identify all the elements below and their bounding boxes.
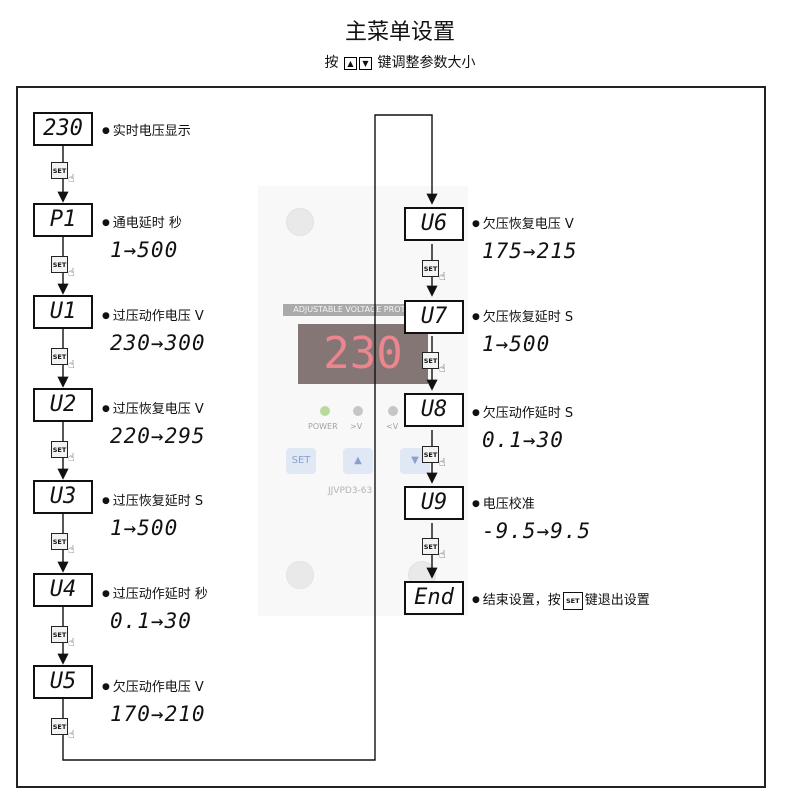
up-key-icon: ▲ [344,56,357,70]
subtitle-prefix: 按 [324,55,339,71]
pointing-hand-icon: ☝ [439,456,446,469]
display-node: U9 [404,486,464,520]
device-label: ADJUSTABLE VOLTAGE PROTECTOR [283,304,443,316]
indicator-label: <V [386,422,399,431]
pointing-hand-icon: ☝ [68,172,75,185]
node-description: 欠压恢复延时 S [472,306,573,325]
display-node: U2 [33,388,93,422]
display-node-end: End [404,581,464,615]
subtitle-suffix: 键调整参数大小 [377,55,476,71]
node-range: 175→215 [482,239,578,263]
end-desc-suffix: 键退出设置 [584,593,650,608]
node-description: 过压动作电压 V [102,305,204,324]
page-title: 主菜单设置 [344,20,455,45]
node-description: 实时电压显示 [102,120,191,139]
node-range: 0.1→30 [110,609,192,633]
device-display: 230 [298,324,428,384]
screw-icon [286,561,314,589]
node-description: 过压动作延时 秒 [102,583,208,602]
set-key-icon: SET [422,538,439,555]
node-range: -9.5→9.5 [482,519,592,543]
pointing-hand-icon: ☝ [68,543,75,556]
end-desc-prefix: 结束设置，按 [482,593,561,608]
node-description: 通电延时 秒 [102,212,182,231]
node-range: 230→300 [110,331,206,355]
indicator-label: >V [350,422,363,431]
set-key-icon: SET [562,591,583,610]
overvoltage-led-icon [353,406,363,416]
node-description: 欠压动作电压 V [102,676,204,695]
pointing-hand-icon: ☝ [439,548,446,561]
pointing-hand-icon: ☝ [68,266,75,279]
power-led-icon [320,406,330,416]
set-key-icon: SET [51,441,68,458]
set-key-icon: SET [51,256,68,273]
node-description: 过压恢复延时 S [102,490,203,509]
set-key-icon: SET [51,718,68,735]
pointing-hand-icon: ☝ [68,358,75,371]
indicator-label: POWER [308,422,338,431]
pointing-hand-icon: ☝ [68,636,75,649]
display-node: U5 [33,665,93,699]
set-key-icon: SET [51,626,68,643]
flow-frame [16,86,766,788]
pointing-hand-icon: ☝ [439,362,446,375]
node-range: 220→295 [110,424,206,448]
node-range: 0.1→30 [482,428,564,452]
pointing-hand-icon: ☝ [68,728,75,741]
set-key-icon: SET [51,348,68,365]
device-set-button: SET [286,448,316,474]
node-range: 1→500 [110,516,179,540]
node-range: 170→210 [110,702,206,726]
display-node: U3 [33,480,93,514]
set-key-icon: SET [422,352,439,369]
set-key-icon: SET [51,162,68,179]
node-description: 过压恢复电压 V [102,398,204,417]
node-range: 1→500 [482,332,551,356]
undervoltage-led-icon [388,406,398,416]
display-node: P1 [33,203,93,237]
device-model: JJVPD3-63 [328,486,373,496]
screw-icon [286,208,314,236]
pointing-hand-icon: ☝ [439,270,446,283]
node-description: 欠压动作延时 S [472,402,573,421]
display-node: U8 [404,393,464,427]
display-node: U7 [404,300,464,334]
pointing-hand-icon: ☝ [68,451,75,464]
set-key-icon: SET [51,533,68,550]
display-node: U1 [33,295,93,329]
subtitle: 按 ▲▼ 键调整参数大小 [0,52,800,72]
node-description: 电压校准 [472,493,535,512]
display-node: U6 [404,207,464,241]
set-key-icon: SET [422,446,439,463]
device-up-button: ▲ [343,448,373,474]
display-node: U4 [33,573,93,607]
set-key-icon: SET [422,260,439,277]
display-node: 230 [33,112,93,146]
down-key-icon: ▼ [359,56,372,70]
node-description: 欠压恢复电压 V [472,213,574,232]
node-range: 1→500 [110,238,179,262]
